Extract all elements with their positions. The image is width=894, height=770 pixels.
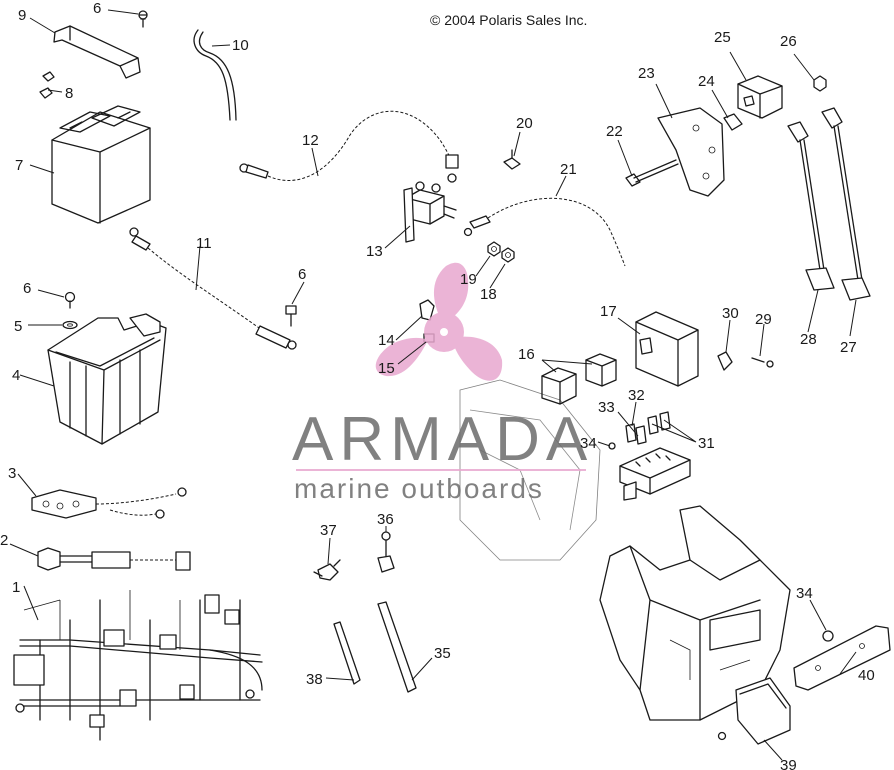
engine-frame [599,505,791,721]
callout-6-mid: 6 [298,266,306,283]
part-13-solenoid [403,181,457,243]
callout-11: 11 [196,235,212,252]
part-7-battery [51,105,151,224]
part-28-spark-plug-wire [787,121,835,291]
callout-30: 30 [722,305,739,322]
callout-33: 33 [598,399,615,416]
callout-35: 35 [434,645,451,662]
callout-16: 16 [518,346,535,363]
callout-19: 19 [460,271,477,288]
callout-10: 10 [232,37,249,54]
callout-13: 13 [366,243,383,260]
part-16-relay-right [585,353,617,387]
part-40-bracket [793,625,891,691]
part-26-nut [813,75,827,92]
part-25-switch [737,75,783,119]
part-20-fastener [503,149,521,170]
part-6-bolt-top [138,10,148,28]
part-11-ground-cable [129,227,297,350]
part-37-clip [313,559,341,581]
callout-25: 25 [714,29,731,46]
part-3-bracket [31,487,187,519]
callout-38: 38 [306,671,323,688]
callout-20: 20 [516,115,533,132]
part-31-holders [647,411,671,435]
part-18-nut [501,247,515,263]
callout-40: 40 [858,667,875,684]
part-12-cable [239,110,459,183]
part-34-fastener-lower [822,630,834,642]
callout-23: 23 [638,65,655,82]
part-24-spacer [723,113,743,131]
part-19-nut [487,241,501,257]
part-4-battery-box [47,313,167,445]
callout-6-top: 6 [93,0,101,17]
callout-32: 32 [628,387,645,404]
callout-31: 31 [698,435,715,452]
part-8-fasteners [39,71,55,99]
callout-4: 4 [12,367,20,384]
part-21-cable [463,197,626,267]
propeller-icon [375,262,503,381]
callout-12: 12 [302,132,319,149]
part-39-cover [735,677,791,745]
part-36-clip [377,531,395,573]
copyright-text: © 2004 Polaris Sales Inc. [430,12,587,28]
part-23-bracket [657,107,725,197]
part-29-pin [751,357,774,368]
callout-2: 2 [0,532,8,549]
callout-14: 14 [378,332,395,349]
part-30-clip [717,351,733,371]
part-6-bolt-left [64,291,76,309]
callout-9: 9 [18,7,26,24]
part-9-bracket [53,25,141,79]
part-38-cable-tie [333,621,361,685]
part-35-cable-tie [377,601,417,693]
callout-6-left: 6 [23,280,31,297]
watermark: ARMADA marine outboards [292,262,593,504]
part-16-relay-left [541,367,577,405]
fuse-block [619,447,691,501]
callout-27: 27 [840,339,857,356]
part-33-holder [635,425,647,445]
part-5-washer [62,320,78,330]
part-6-bolt-mid [285,305,297,327]
callout-numbers: 1 2 3 4 5 6 6 6 7 8 9 10 11 12 13 14 15 … [0,0,875,770]
callout-29: 29 [755,311,772,328]
callout-24: 24 [698,73,715,90]
callout-18: 18 [480,286,497,303]
part-1-main-harness [13,590,263,741]
part-2-harness [37,547,191,571]
callout-36: 36 [377,511,394,528]
watermark-title: ARMADA [292,405,593,474]
callout-5: 5 [14,318,22,335]
callout-34-upper: 34 [580,435,597,452]
leader-lines [9,9,857,761]
callout-34-lower: 34 [796,585,813,602]
watermark-subtitle: marine outboards [294,473,544,504]
callout-3: 3 [8,465,16,482]
callout-28: 28 [800,331,817,348]
callout-37: 37 [320,522,337,539]
callout-15: 15 [378,360,395,377]
part-22-bolt [625,159,679,187]
callout-22: 22 [606,123,623,140]
part-32-holder [625,423,637,443]
callout-7: 7 [15,157,23,174]
callout-39: 39 [780,757,797,770]
part-17-fuse-box [635,311,699,387]
callout-21: 21 [560,161,577,178]
part-27-spark-plug-wire [821,107,871,301]
part-10-vent-tube [193,29,237,121]
part-39-screw [717,731,727,741]
callout-26: 26 [780,33,797,50]
callout-17: 17 [600,303,617,320]
callout-8: 8 [65,85,73,102]
callout-1: 1 [12,579,20,596]
